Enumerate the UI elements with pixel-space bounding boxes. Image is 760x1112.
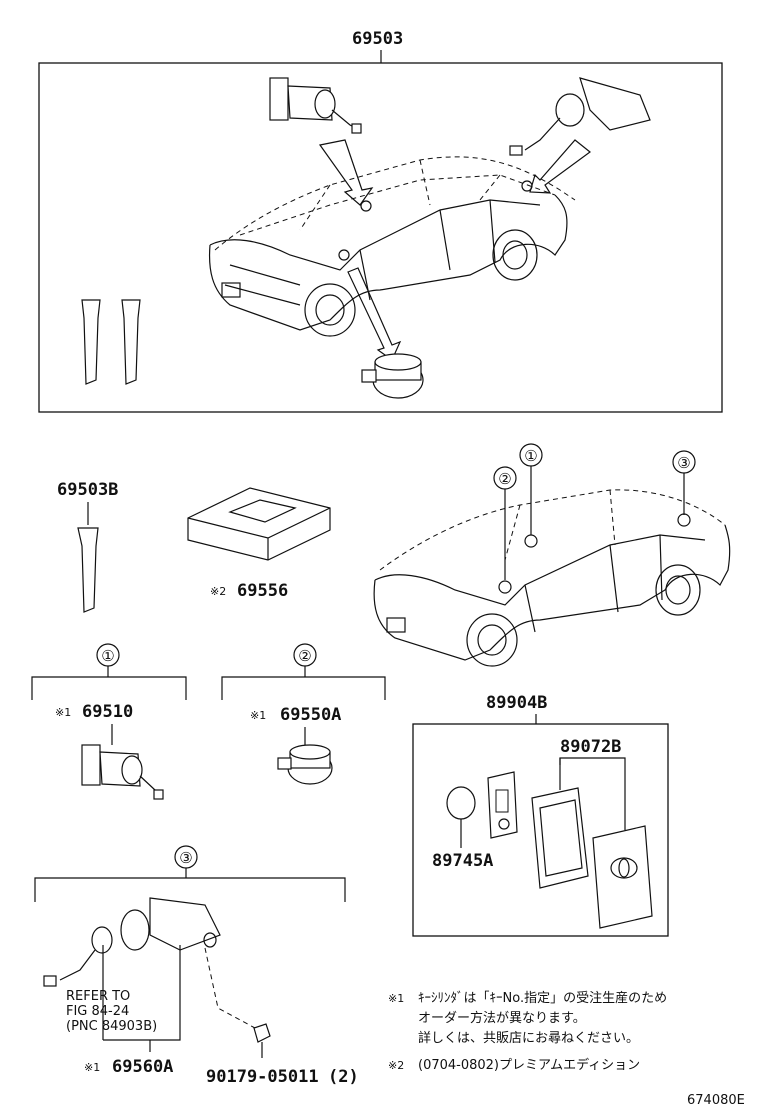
note-1-line-2: オーダー方法が異なります。 xyxy=(418,1010,586,1026)
figure-id: 674080E xyxy=(687,1093,745,1108)
callout-2: ② xyxy=(498,470,511,488)
note-mark-1: ※1 xyxy=(250,709,266,722)
note-2-line-1: (0704-0802)プレミアムエディション xyxy=(418,1057,640,1073)
key-icon xyxy=(77,527,99,613)
kit-frame xyxy=(38,62,723,413)
notes-block: ※1 ｷｰｼﾘﾝﾀﾞは「ｷｰNo.指定」の受注生産のため オーダー方法が異なりま… xyxy=(388,990,667,1073)
key-blank-group: 69503B xyxy=(57,480,118,613)
case-icon xyxy=(187,487,331,561)
key-case-icon xyxy=(531,787,589,889)
screw-quantity: (2) xyxy=(328,1067,359,1087)
ignition-cylinder-icon xyxy=(361,353,424,399)
callout-1: ① xyxy=(101,647,114,665)
note-1-line-3: 詳しくは、共販店にお尋ねください。 xyxy=(418,1030,639,1046)
ignition-cylinder-icon xyxy=(277,744,333,785)
refer-line-3: (PNC 84903B) xyxy=(66,1019,157,1034)
part-number-69510[interactable]: 69510 xyxy=(82,702,133,722)
leader-line xyxy=(204,947,256,1029)
group-bracket xyxy=(34,877,346,902)
kit-box-group: 69503 xyxy=(38,29,723,413)
part-number-69560A[interactable]: 69560A xyxy=(112,1057,173,1077)
note-1-line-1: ｷｰｼﾘﾝﾀﾞは「ｷｰNo.指定」の受注生産のため xyxy=(418,990,667,1006)
leader-line xyxy=(102,945,181,1041)
part-number-89072B[interactable]: 89072B xyxy=(560,737,621,757)
screw-icon xyxy=(253,1023,271,1043)
callout-3: ③ xyxy=(677,454,690,472)
note-mark-1: ※1 xyxy=(84,1061,100,1074)
callout-1: ① xyxy=(524,447,537,465)
part-number-90179-05011[interactable]: 90179-05011 xyxy=(206,1067,319,1087)
note-2-mark: ※2 xyxy=(388,1059,404,1072)
part-number-69503[interactable]: 69503 xyxy=(352,29,403,49)
part-number-69550A[interactable]: 69550A xyxy=(280,705,341,725)
cylinder-3-group: ③ REFER TO FIG 84-24 (PNC 84903B) ※1 695… xyxy=(34,845,359,1087)
door-cylinder-icon xyxy=(81,744,164,800)
trunk-cylinder-icon xyxy=(43,897,221,987)
callout-2: ② xyxy=(298,647,311,665)
part-number-69556[interactable]: 69556 xyxy=(237,581,288,601)
refer-line-1: REFER TO xyxy=(66,989,130,1004)
arrow-icon xyxy=(318,139,374,206)
part-number-89745A[interactable]: 89745A xyxy=(432,851,493,871)
note-1-mark: ※1 xyxy=(388,992,404,1005)
group-bracket xyxy=(31,676,187,700)
refer-line-2: FIG 84-24 xyxy=(66,1004,129,1019)
car-illustration-top xyxy=(208,156,576,337)
key-blank-icon xyxy=(81,299,141,385)
group-bracket xyxy=(221,676,386,700)
battery-icon xyxy=(446,786,476,820)
door-cylinder-icon xyxy=(269,77,362,134)
trunk-cylinder-icon xyxy=(509,77,651,156)
arrow-icon xyxy=(529,139,591,194)
note-mark-2: ※2 xyxy=(210,585,226,598)
note-mark-1: ※1 xyxy=(55,706,71,719)
smart-key-group: 89904B 89072B 89745A xyxy=(412,693,669,937)
smart-key-frame xyxy=(412,723,669,937)
part-number-69503B[interactable]: 69503B xyxy=(57,480,118,500)
circuit-board-icon xyxy=(487,771,518,839)
premium-case-group: ※2 69556 xyxy=(187,487,331,601)
arrow-icon xyxy=(347,267,402,361)
part-number-89904B[interactable]: 89904B xyxy=(486,693,547,713)
cylinder-1-group: ① ※1 69510 xyxy=(31,643,187,800)
car-illustration-middle: ① ② ③ xyxy=(373,443,731,667)
cylinder-2-group: ② ※1 69550A xyxy=(221,643,386,785)
callout-3: ③ xyxy=(179,849,192,867)
